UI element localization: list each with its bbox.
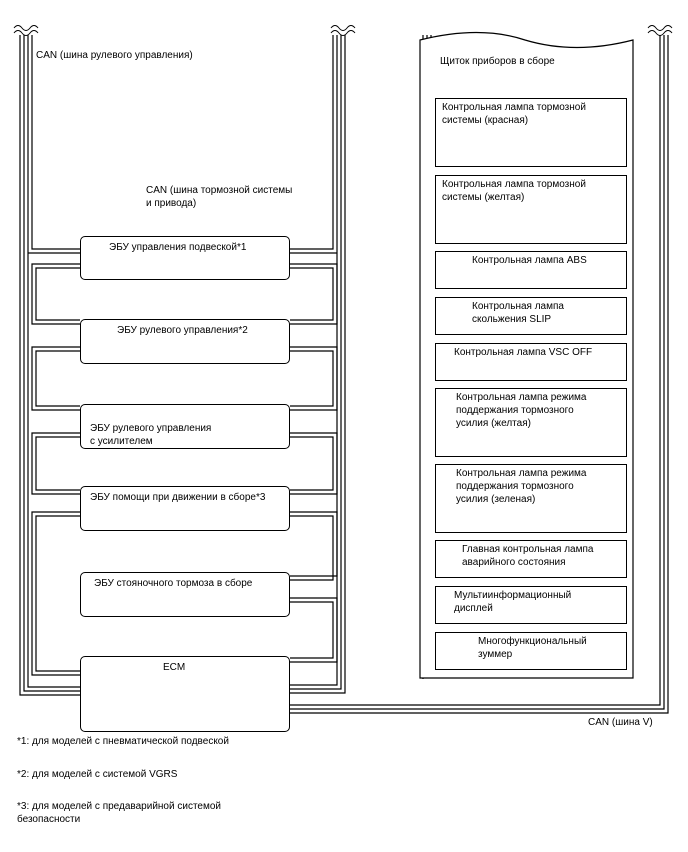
footnote-3: *3: для моделей с предаварийной системой… xyxy=(17,801,221,825)
lamp-vsc-off: Контрольная лампа VSC OFF xyxy=(435,343,627,381)
lamp-master-warning: Главная контрольная лампа аварийного сос… xyxy=(435,540,627,578)
footnote-1: *1: для моделей с пневматической подвеск… xyxy=(17,736,229,747)
ecm: ECM xyxy=(80,656,290,732)
ecu-suspension: ЭБУ управления подвеской*1 xyxy=(80,236,290,280)
ecu-label: ЭБУ управления подвеской*1 xyxy=(109,242,247,253)
ecu-label: ЭБУ стояночного тормоза в сборе xyxy=(94,578,253,589)
can-steering-bus-left xyxy=(19,35,80,696)
ecu-label: ЭБУ помощи при движении в сборе*3 xyxy=(90,492,266,503)
can-v-label: CAN (шина V) xyxy=(588,717,653,728)
lamp-brake-red: Контрольная лампа тормозной системы (кра… xyxy=(435,98,627,167)
lamp-brake-hold-green: Контрольная лампа режима поддержания тор… xyxy=(435,464,627,533)
can-brake-label: CAN (шина тормозной системы и привода) xyxy=(146,185,293,209)
lamp-brake-hold-yellow: Контрольная лампа режима поддержания тор… xyxy=(435,388,627,457)
can-brake-bus xyxy=(28,35,338,676)
break-mark-can-v xyxy=(647,25,673,36)
ecu-steering: ЭБУ рулевого управления*2 xyxy=(80,319,290,364)
break-mark-right xyxy=(330,25,356,36)
ecu-parking-brake: ЭБУ стояночного тормоза в сборе xyxy=(80,572,290,617)
ecu-driving-support: ЭБУ помощи при движении в сборе*3 xyxy=(80,486,290,531)
ecu-label: ЭБУ рулевого управления с усилителем xyxy=(90,423,212,447)
multi-info-display: Мультиинформационный дисплей xyxy=(435,586,627,624)
can-steering-bus-right xyxy=(290,35,346,694)
break-mark-left xyxy=(13,25,39,36)
footnote-2: *2: для моделей с системой VGRS xyxy=(17,769,178,780)
ecu-power-steering: ЭБУ рулевого управления с усилителем xyxy=(80,404,290,449)
multi-buzzer: Многофункциональный зуммер xyxy=(435,632,627,670)
lamp-abs: Контрольная лампа ABS xyxy=(435,251,627,289)
ecu-label: ECM xyxy=(163,662,186,673)
lamp-slip: Контрольная лампа скольжения SLIP xyxy=(435,297,627,335)
lamp-brake-yellow: Контрольная лампа тормозной системы (жел… xyxy=(435,175,627,244)
ecu-label: ЭБУ рулевого управления*2 xyxy=(117,325,248,336)
can-steering-label: CAN (шина рулевого управления) xyxy=(36,50,193,61)
meter-title: Щиток приборов в сборе xyxy=(440,56,555,67)
